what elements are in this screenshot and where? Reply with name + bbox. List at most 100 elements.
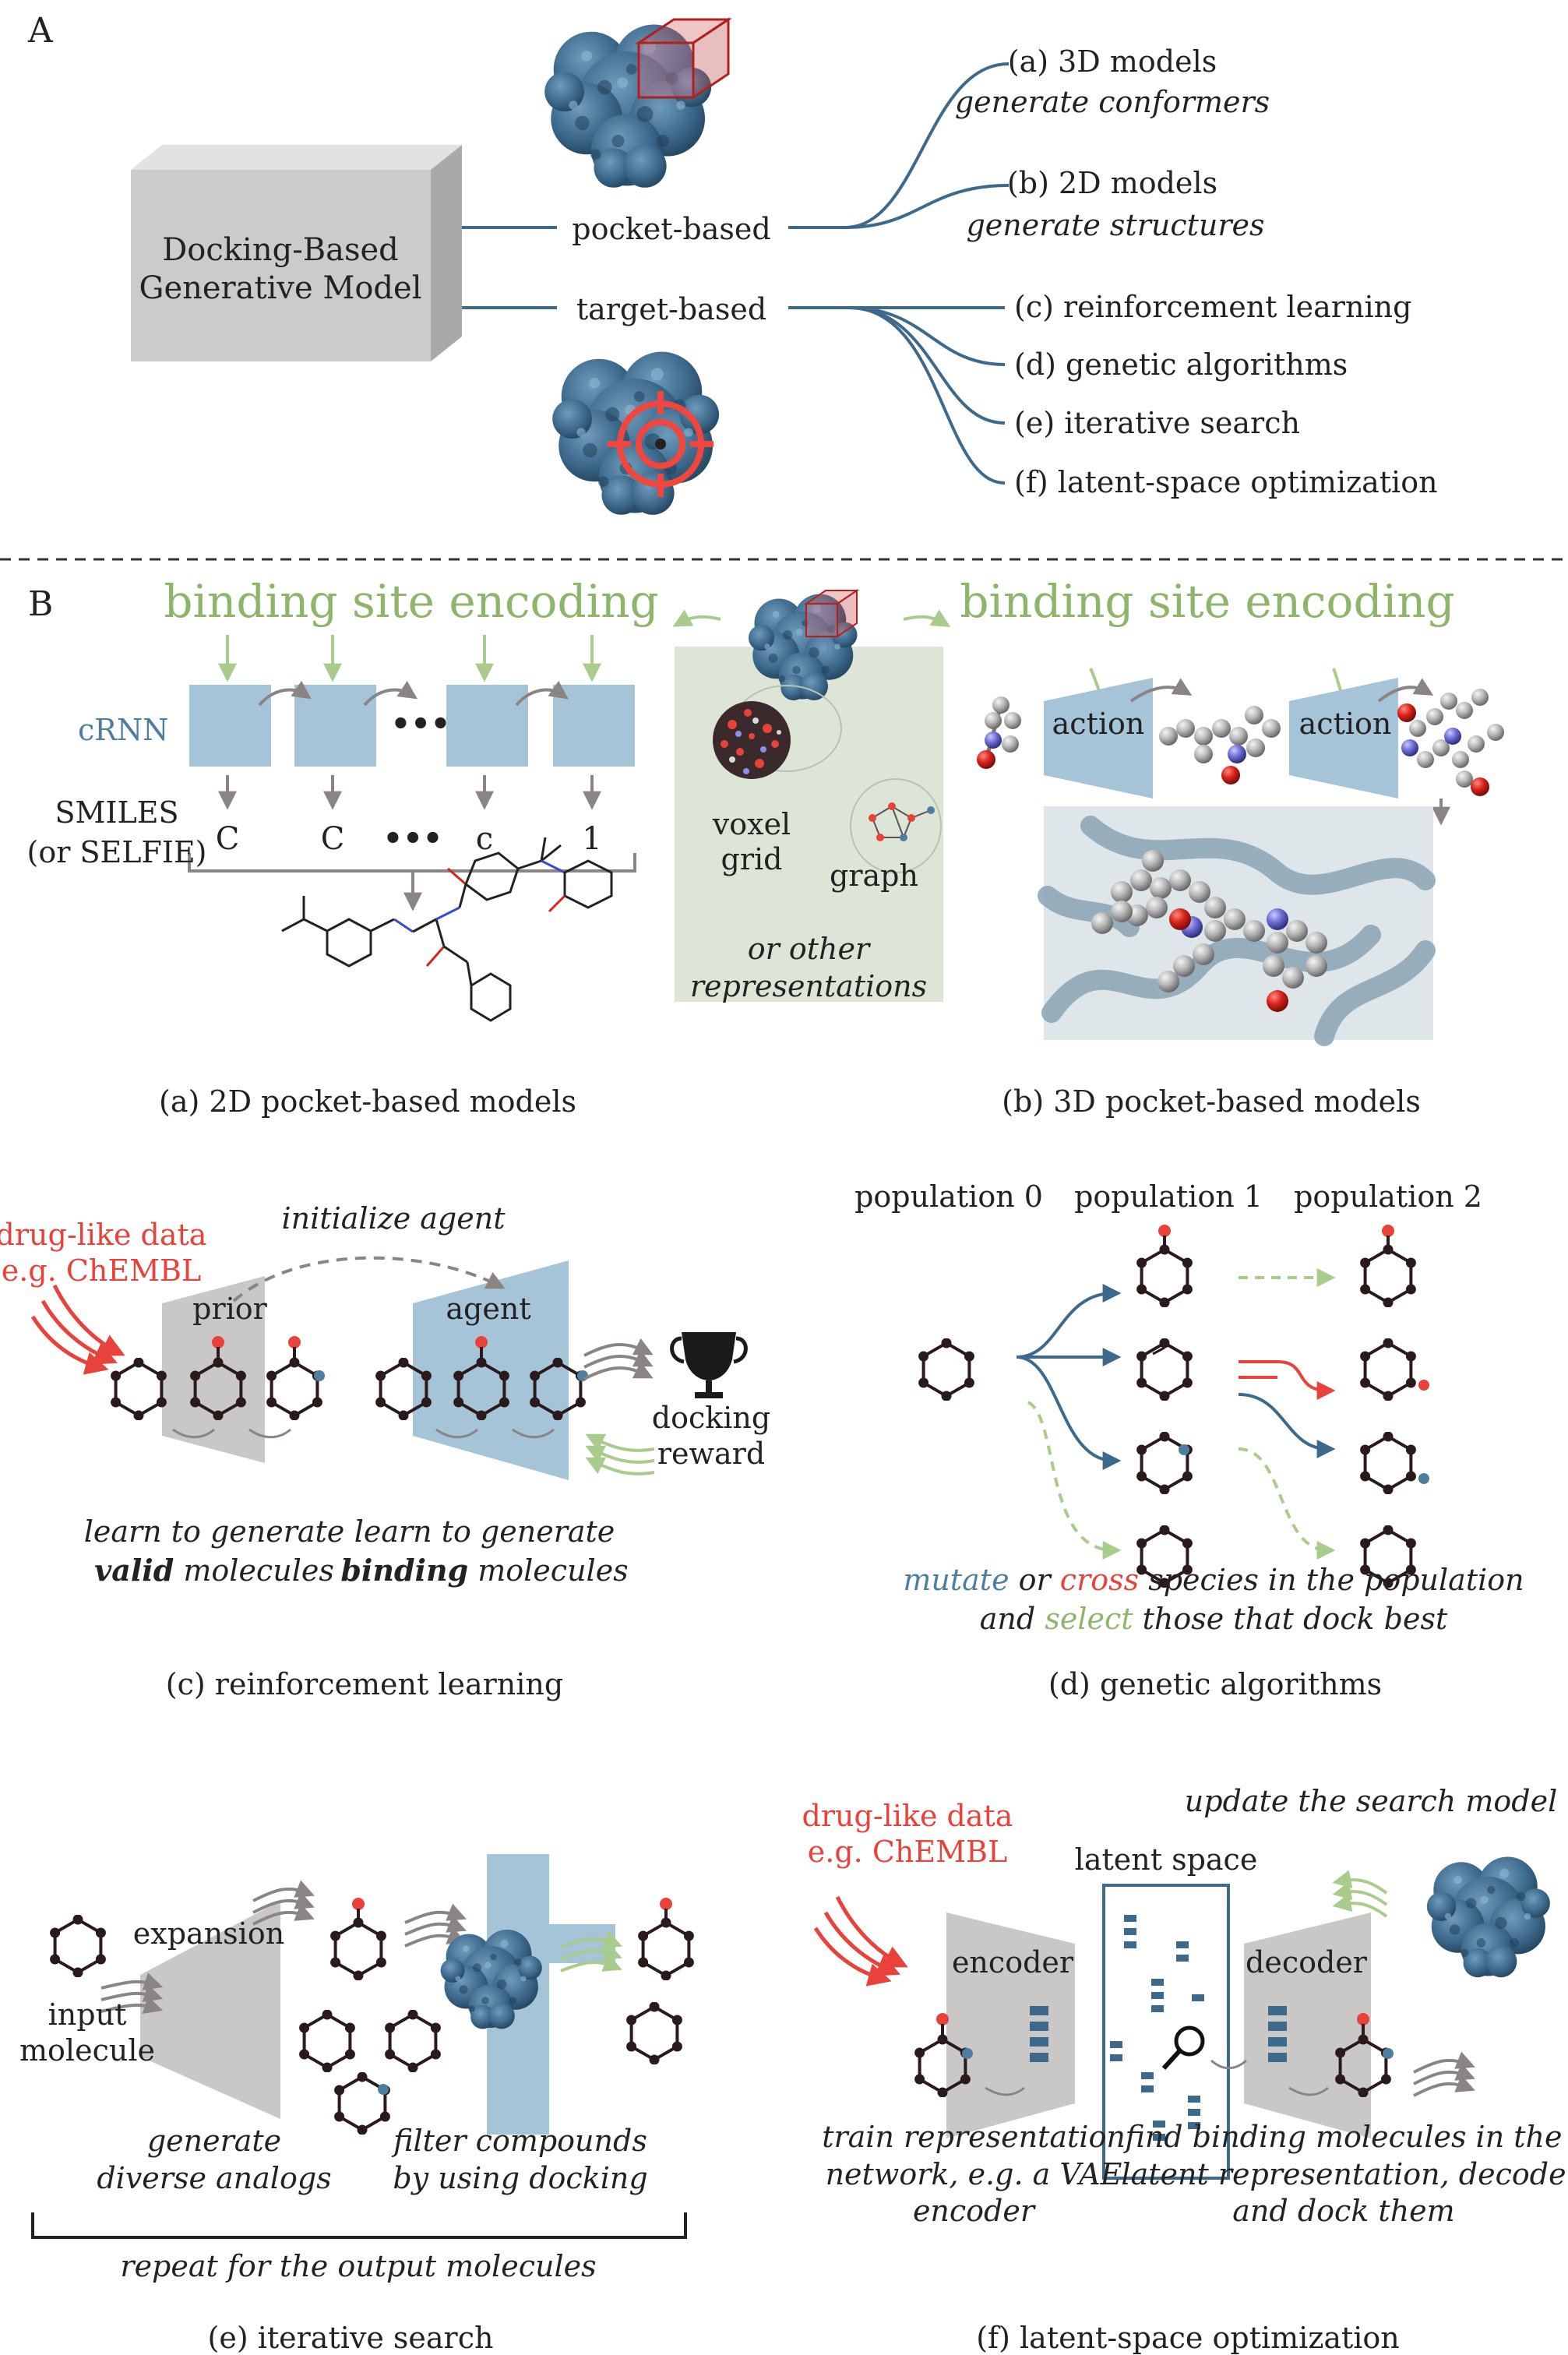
caption-latent-space-optimization: (f) latent-space optimization: [976, 2321, 1400, 2355]
voxel-grid-icon: [713, 685, 842, 779]
ga-description: mutate or cross species in the populatio…: [903, 1560, 1524, 1638]
panel-d-graphics: [917, 1225, 1429, 1588]
crnn-ellipsis: •••: [390, 706, 451, 742]
caption-ga: (d) genetic algorithms: [1048, 1667, 1383, 1701]
model-box-label: Docking-Based Generative Model: [139, 231, 422, 308]
token-5: 1: [582, 821, 602, 857]
train-line3: encoder: [912, 2194, 1035, 2228]
find-line1: find binding molecules in the: [1125, 2120, 1563, 2154]
action-label-1: action: [1052, 707, 1145, 741]
fragment-molecule-1: [977, 696, 1021, 769]
panel-e-graphics: [31, 1854, 696, 2239]
crnn-cell-3: [446, 685, 528, 767]
repeat-output-text: repeat for the output molecules: [120, 2249, 597, 2283]
voxel-grid-label: voxel grid: [713, 807, 791, 877]
input-line1: input: [48, 1997, 127, 2032]
box-top: [131, 145, 462, 170]
caption-rl: (c) reinforcement learning: [165, 1667, 564, 1701]
find-line3: and dock them: [1232, 2194, 1455, 2228]
latent-space-box: [1102, 1884, 1230, 2180]
latent-points: [1110, 1915, 1204, 2141]
model-box-line2: Generative Model: [139, 270, 422, 306]
expansion-shape: [140, 1901, 280, 2119]
agent-label: agent: [446, 1292, 531, 1326]
caption-2d-pocket: (a) 2D pocket-based models: [159, 1084, 576, 1119]
token-2: C: [320, 821, 345, 857]
item-3d-label: (a) 3D models: [1007, 44, 1217, 79]
docking-reward-label: docking reward: [652, 1400, 770, 1472]
item-3d-sub: generate conformers: [954, 85, 1270, 119]
generate-line2: diverse analogs: [97, 2160, 332, 2195]
learn-binding-text: learn to generate binding molecules: [340, 1513, 628, 1591]
learn-valid-rest: molecules: [174, 1553, 334, 1588]
caption-3d-pocket: (b) 3D pocket-based models: [1002, 1084, 1421, 1119]
binding-site-encoding-right: binding site encoding: [960, 575, 1455, 628]
train-representation-text: train representation network, e.g. a VAE…: [822, 2119, 1126, 2230]
ga-and: and: [979, 1602, 1045, 1637]
item-is-label: (e) iterative search: [1014, 406, 1300, 440]
ga-dock-best: those that dock best: [1133, 1602, 1448, 1637]
branch-2d: [844, 184, 1010, 229]
other-line2: representations: [689, 968, 928, 1003]
encoder-latent-vector: [1030, 2006, 1048, 2062]
population-0-label: population 0: [854, 1179, 1043, 1214]
voxel-line1: voxel: [712, 807, 791, 841]
pocket-based-label: pocket-based: [572, 212, 771, 246]
caption-iterative-search: (e) iterative search: [207, 2321, 494, 2355]
prior-label: prior: [192, 1292, 267, 1326]
encoder-shape: [946, 1913, 1075, 2138]
panel-a-letter: A: [28, 11, 53, 51]
crnn-cell-2: [294, 685, 376, 767]
input-line2: molecule: [19, 2033, 155, 2068]
input-molecule: [48, 1915, 107, 1977]
box-front: [131, 170, 431, 361]
panel-ba-graphics: [188, 589, 1504, 1046]
learn-binding-line1: learn to generate: [354, 1514, 615, 1549]
pop0-molecule: [917, 1338, 976, 1401]
ga-cross: cross: [1059, 1563, 1140, 1597]
protein-target-icon: [552, 351, 720, 515]
action-label-2: action: [1298, 707, 1392, 741]
initialize-agent-label: initialize agent: [281, 1201, 506, 1236]
item-ga-label: (d) genetic algorithms: [1014, 347, 1348, 382]
generate-analogs-text: generate diverse analogs: [97, 2123, 331, 2197]
docked-ligand: [1091, 850, 1327, 1012]
item-2d-label: (b) 2D models: [1006, 166, 1218, 200]
protein-docking-icon: [1426, 1856, 1550, 1978]
token-1: C: [215, 821, 240, 857]
action-shape-1: [1044, 678, 1153, 799]
filter-line2: by using docking: [393, 2160, 648, 2195]
branch-3d: [844, 62, 1010, 229]
item-lso-label: (f) latent-space optimization: [1014, 465, 1438, 499]
population-2-label: population 2: [1294, 1179, 1482, 1214]
docking-line1: docking: [651, 1401, 771, 1435]
lso-drug-like-data: drug-like data e.g. ChEMBL: [802, 1798, 1013, 1870]
ga-species: species in the population: [1139, 1563, 1524, 1597]
crnn-label: cRNN: [78, 713, 169, 747]
rl-drug-like-data: drug-like data e.g. ChEMBL: [0, 1217, 206, 1289]
generate-line1: generate: [146, 2124, 282, 2158]
graph-label: graph: [830, 858, 918, 893]
pocket-cube-icon: [635, 17, 732, 100]
pocket-cube-small-icon: [803, 589, 860, 638]
learn-binding-bold: binding: [340, 1553, 469, 1588]
trophy-icon: [670, 1332, 748, 1398]
branch-lso: [848, 306, 1006, 485]
decoder-latent-vector: [1268, 2006, 1287, 2062]
smiles-molecule-drawing: [281, 837, 613, 1022]
token-3: •••: [382, 820, 443, 857]
other-representations-label: or other representations: [690, 931, 927, 1005]
target-based-label: target-based: [576, 292, 767, 326]
input-molecule-label: input molecule: [19, 1997, 155, 2069]
item-rl-label: (c) reinforcement learning: [1014, 290, 1412, 324]
crnn-cell-1: [189, 685, 271, 767]
smiles-line2: (or SELFIE): [26, 835, 207, 870]
ga-mutate: mutate: [903, 1563, 1010, 1597]
panel-c-graphics: [30, 1256, 748, 1480]
fragment-molecule-3: [1397, 689, 1504, 796]
filter-shape: [487, 1854, 615, 2135]
latent-space-label: latent space: [1074, 1842, 1258, 1877]
lso-drug-line2: e.g. ChEMBL: [807, 1835, 1008, 1870]
